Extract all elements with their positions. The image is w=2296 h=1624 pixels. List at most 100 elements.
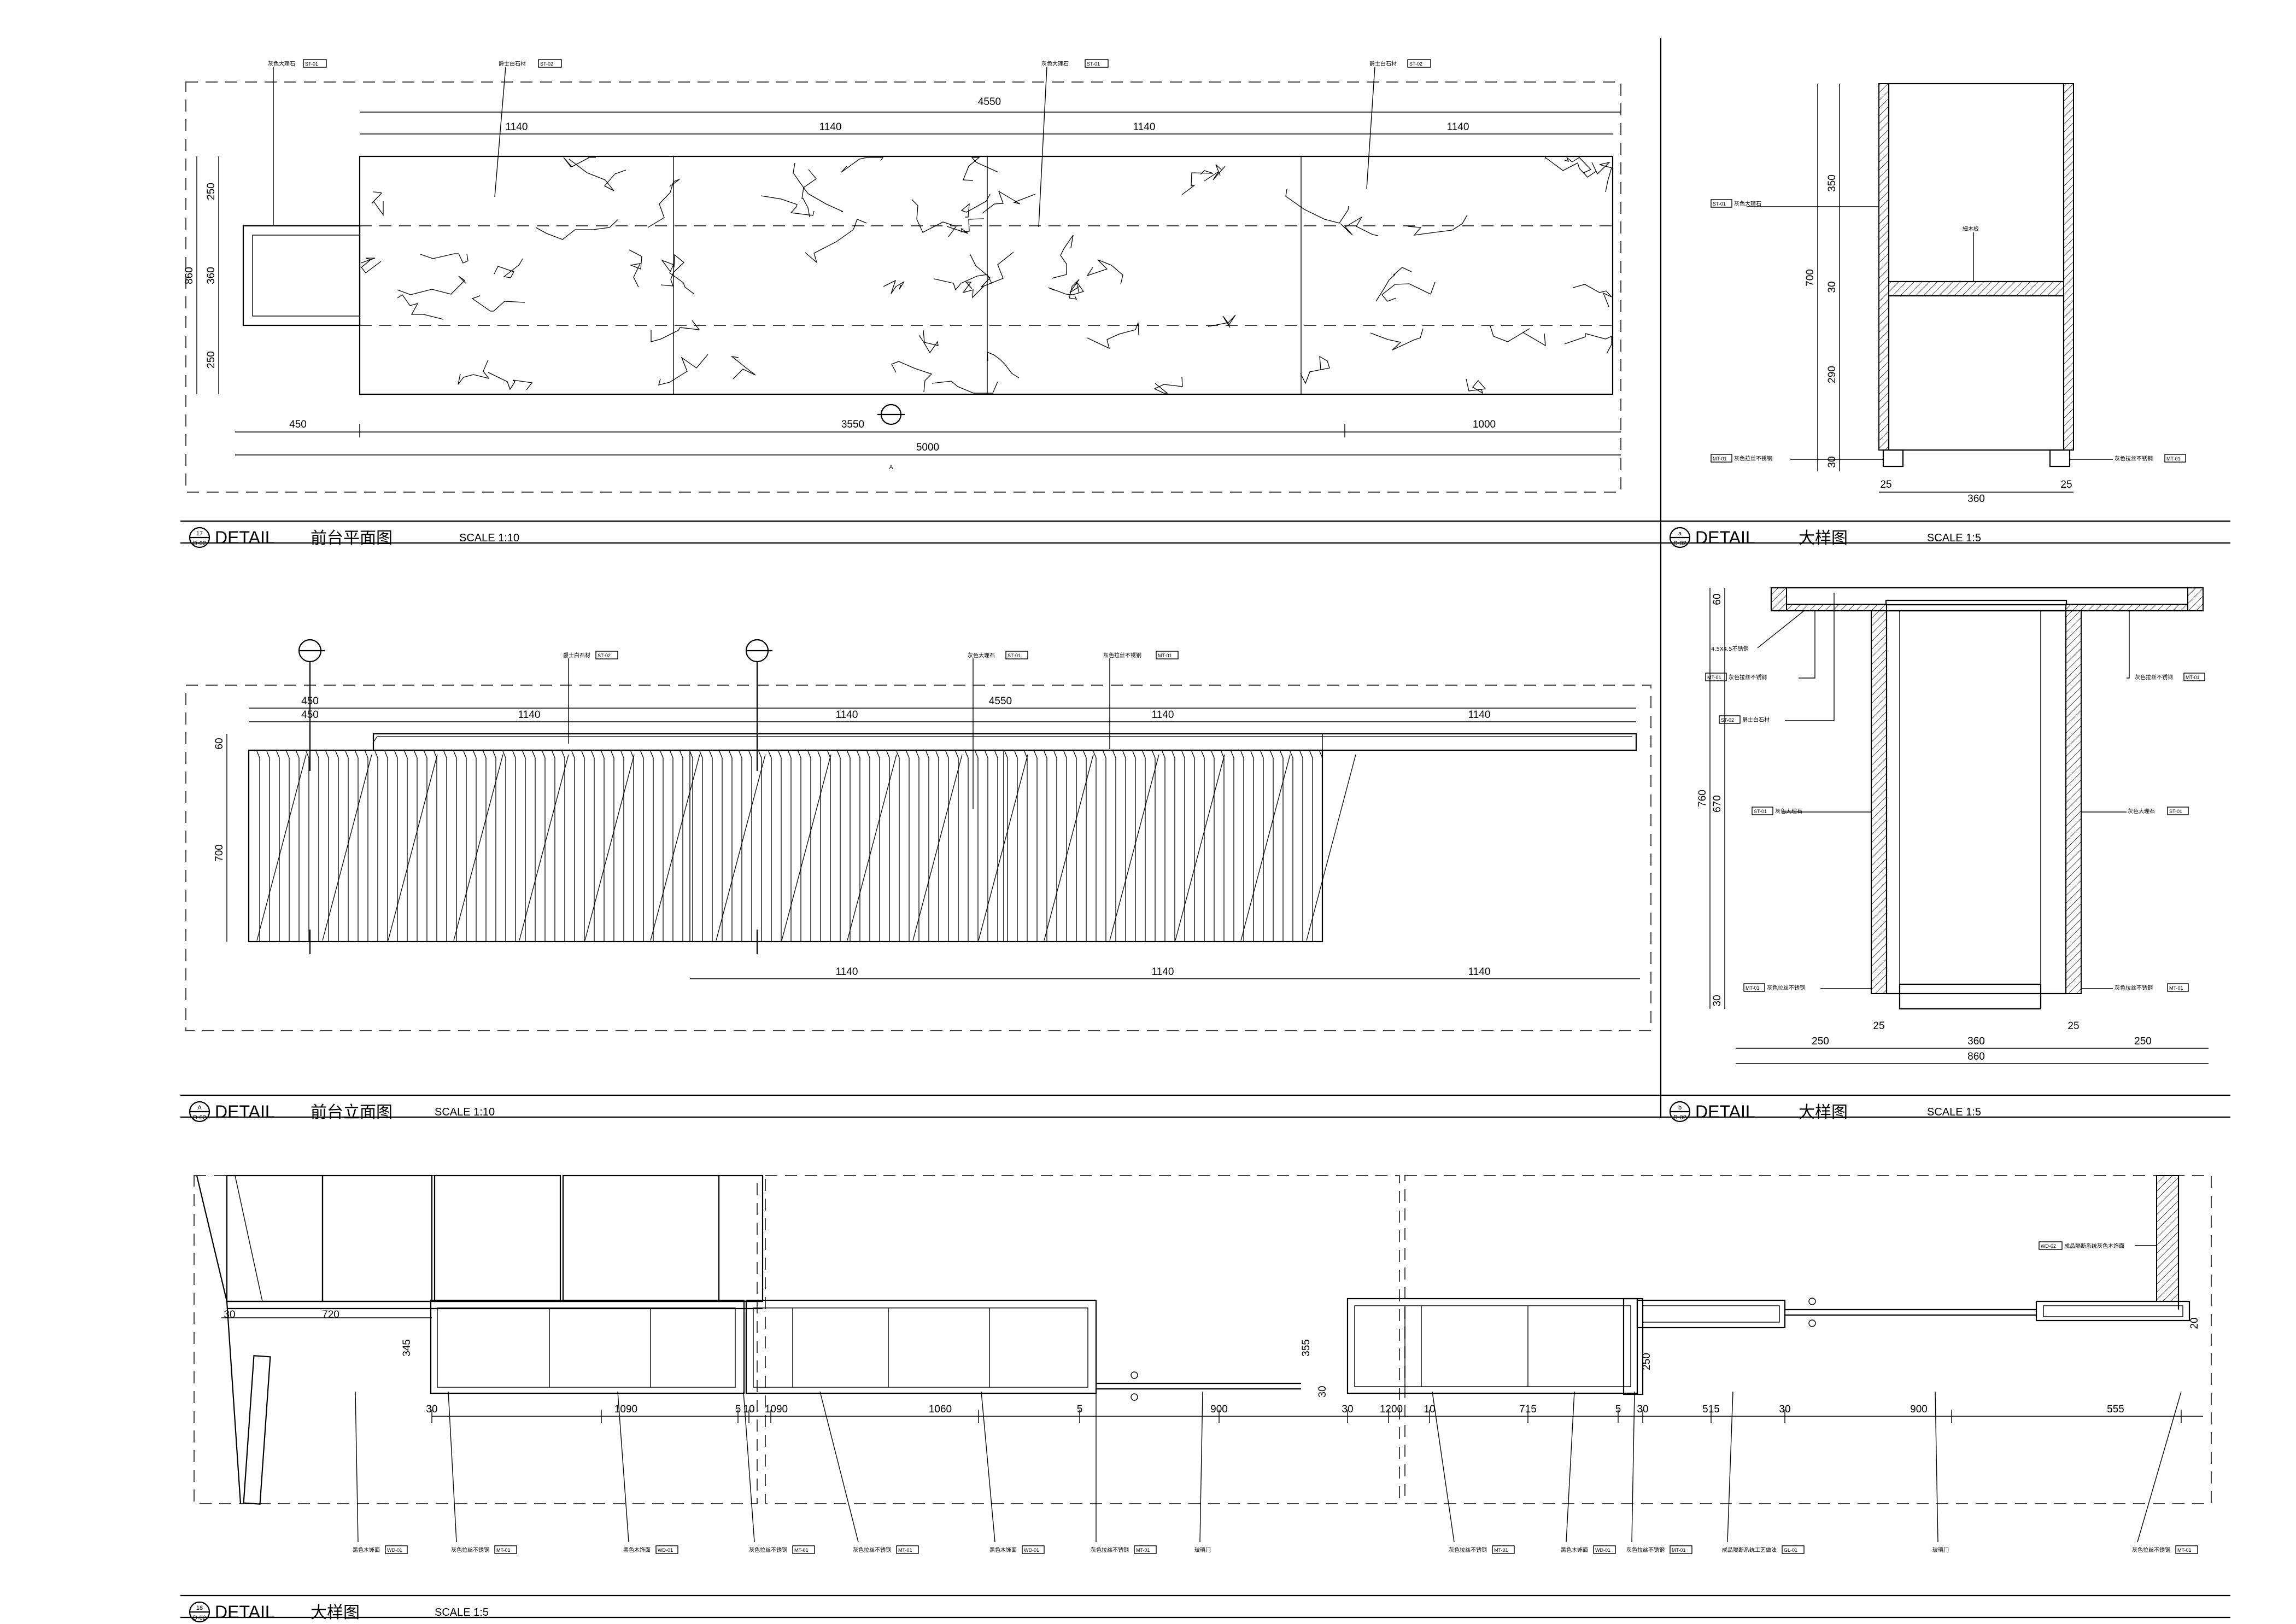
stone-wave	[1122, 751, 1126, 942]
svg-text:灰色拉丝不锈钢: 灰色拉丝不锈钢	[1767, 984, 1805, 991]
bottom-dim-left-small: 30	[224, 1309, 235, 1321]
title-section-mid: b D-02 DETAIL 大样图 SCALE 1:5	[1669, 1101, 1981, 1123]
section-mid-dim-s3: 25	[2067, 1020, 2079, 1032]
svg-text:灰色拉丝不锈钢: 灰色拉丝不锈钢	[1626, 1546, 1665, 1553]
section-top-note-2: 細木板	[1963, 225, 1979, 282]
stone-diagonal	[1175, 754, 1225, 941]
stone-vein	[982, 190, 1036, 214]
svg-text:黑色木饰面: 黑色木饰面	[989, 1546, 1017, 1553]
stone-wave	[1181, 751, 1185, 942]
svg-text:爵士白石材: 爵士白石材	[1742, 716, 1770, 723]
plan-note-2: 爵士白石材 ST-02	[494, 59, 562, 197]
svg-text:爵士白石材: 爵士白石材	[1369, 60, 1397, 67]
stone-wave	[256, 751, 260, 942]
stone-vein	[658, 354, 708, 385]
stone-vein	[1381, 282, 1436, 302]
svg-text:MT-01: MT-01	[2166, 456, 2181, 462]
stone-wave	[689, 751, 693, 942]
svg-text:MT-01: MT-01	[2177, 1547, 2192, 1553]
elevation-dim-overall: 4550	[989, 696, 1012, 707]
bottom-dim-value: 900	[1210, 1404, 1228, 1415]
stone-wave	[473, 751, 477, 942]
stone-diagonal	[716, 754, 766, 941]
svg-text:ST-01: ST-01	[1008, 653, 1021, 658]
bottom-dim-value: 515	[1702, 1404, 1720, 1415]
svg-text:WD-01: WD-01	[387, 1547, 402, 1553]
stone-wave	[1270, 751, 1274, 942]
stone-vein	[488, 372, 533, 390]
svg-text:WD-01: WD-01	[658, 1547, 673, 1553]
stone-diagonal	[584, 754, 635, 941]
stone-vein	[360, 258, 382, 273]
stone-vein	[932, 381, 998, 394]
svg-text:D-02: D-02	[1673, 540, 1686, 547]
section-mid-note-4: ST-01 灰色大理石	[1752, 807, 1871, 815]
svg-text:黑色木饰面: 黑色木饰面	[1561, 1546, 1588, 1553]
bottom-dim-right-small: 20	[2189, 1317, 2200, 1329]
stone-wave	[660, 751, 664, 942]
stone-wave	[1132, 751, 1136, 942]
section-mid-dim-3: 30	[1712, 995, 1723, 1006]
stone-wave	[945, 751, 949, 942]
stone-wave	[719, 751, 723, 942]
stone-wave	[886, 751, 890, 942]
stone-wave	[561, 751, 565, 942]
title-plan-cn: 前台平面图	[311, 529, 393, 548]
title-plan-label: DETAIL	[215, 528, 275, 547]
title-plan-scale: SCALE 1:10	[459, 532, 519, 544]
stone-vein	[1087, 322, 1139, 349]
section-top-note-1: ST-01 灰色大理石	[1711, 199, 1879, 208]
stone-wave	[542, 751, 546, 942]
stone-wave	[611, 751, 614, 942]
svg-text:D-02: D-02	[193, 540, 206, 547]
stone-wave	[709, 751, 713, 942]
svg-text:MT-01: MT-01	[1707, 675, 1721, 680]
stone-wave	[1053, 751, 1057, 942]
stone-vein	[494, 258, 523, 278]
bottom-dim-value: 30	[1637, 1404, 1648, 1415]
svg-text:灰色拉丝不锈钢: 灰色拉丝不锈钢	[1734, 455, 1772, 462]
stone-wave	[286, 751, 290, 942]
stone-wave	[975, 751, 979, 942]
stone-vein	[793, 162, 844, 212]
stone-wave	[680, 751, 683, 942]
stone-vein	[660, 254, 684, 287]
svg-text:D-02: D-02	[1673, 1114, 1686, 1121]
svg-text:玻璃门: 玻璃门	[1932, 1546, 1949, 1553]
stone-diagonal	[1044, 754, 1094, 941]
bottom-cabinet-run-3	[1346, 1298, 1638, 1394]
section-mid-note-7: MT-01 灰色拉丝不锈钢	[1743, 983, 1871, 992]
stone-wave	[335, 751, 339, 942]
svg-text:MT-01: MT-01	[1746, 985, 1760, 991]
stone-wave	[906, 751, 910, 942]
stone-diagonal	[519, 754, 569, 941]
title-section-top-cn: 大样图	[1799, 529, 1848, 548]
stone-vein	[420, 253, 468, 264]
stone-wave	[552, 751, 555, 942]
title-section-mid-cn: 大样图	[1799, 1103, 1848, 1122]
stone-wave	[1014, 751, 1018, 942]
elevation-dim-m3: 1140	[1152, 709, 1174, 721]
stone-wave	[798, 751, 801, 942]
stone-wave	[1240, 751, 1244, 942]
svg-text:灰色拉丝不锈钢: 灰色拉丝不锈钢	[1729, 674, 1767, 681]
stone-wave	[1221, 751, 1225, 942]
bottom-dim-value: 30	[426, 1404, 437, 1415]
title-elevation: A D-02 DETAIL 前台立面图 SCALE 1:10	[189, 1101, 495, 1123]
stone-wave	[729, 751, 733, 942]
bottom-dim-value: 5	[735, 1404, 741, 1415]
stone-wave	[512, 751, 516, 942]
elevation-countertop-pattern	[373, 736, 1632, 743]
stone-vein	[569, 159, 626, 191]
section-mid-note-8: 灰色拉丝不锈钢 MT-01	[2081, 983, 2189, 992]
stone-vein	[371, 191, 384, 217]
svg-text:b: b	[1678, 1105, 1682, 1111]
plan-dim-bottom-total: 5000	[916, 442, 939, 453]
svg-text:灰色拉丝不锈钢: 灰色拉丝不锈钢	[853, 1546, 891, 1553]
stone-wave	[414, 751, 418, 942]
svg-text:MT-01: MT-01	[1494, 1547, 1508, 1553]
stone-vein	[1181, 170, 1214, 195]
